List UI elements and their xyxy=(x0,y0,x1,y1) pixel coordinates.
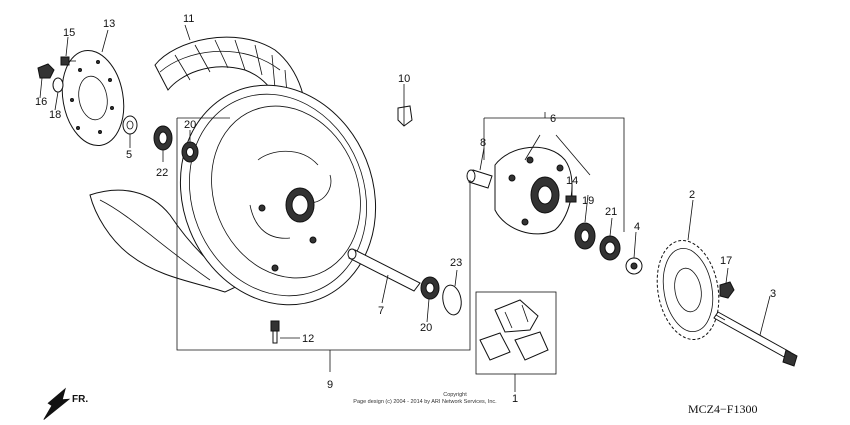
copyright-line-2: Page design (c) 2004 - 2014 by ARI Netwo… xyxy=(353,399,497,405)
o-ring[interactable] xyxy=(441,284,464,317)
callout-21[interactable]: 21 xyxy=(605,206,617,218)
callout-5[interactable]: 5 xyxy=(126,149,132,161)
callout-20-top[interactable]: 20 xyxy=(184,119,196,131)
collar[interactable] xyxy=(347,248,421,292)
callout-16[interactable]: 16 xyxy=(35,96,47,108)
seal-21[interactable] xyxy=(599,235,621,261)
diagram-code: MCZ4−F1300 xyxy=(688,402,757,416)
callout-22[interactable]: 22 xyxy=(156,167,168,179)
callout-7[interactable]: 7 xyxy=(378,305,384,317)
callout-15[interactable]: 15 xyxy=(63,27,75,39)
flange-collar-8[interactable] xyxy=(466,169,493,189)
disk-bolt[interactable] xyxy=(60,56,76,66)
callout-1[interactable]: 1 xyxy=(512,393,518,405)
callout-19[interactable]: 19 xyxy=(582,195,594,207)
callout-18[interactable]: 18 xyxy=(49,109,61,121)
group-bracket-1 xyxy=(475,291,557,392)
callout-3[interactable]: 3 xyxy=(770,288,776,300)
damper-rubbers[interactable] xyxy=(479,299,549,361)
seal-20-bottom[interactable] xyxy=(420,276,440,300)
group-bracket-9 xyxy=(176,117,471,372)
callout-9[interactable]: 9 xyxy=(327,379,333,391)
callout-12[interactable]: 12 xyxy=(302,333,314,345)
disk-nut[interactable] xyxy=(37,63,55,79)
driven-flange[interactable] xyxy=(494,146,573,235)
bearing-19[interactable] xyxy=(574,222,596,250)
callouts: 11 13 15 16 18 5 20 22 10 6 8 14 19 21 4… xyxy=(35,13,776,405)
callout-23[interactable]: 23 xyxy=(450,257,462,269)
callout-4[interactable]: 4 xyxy=(634,221,640,233)
copyright-line-1: Copyright xyxy=(443,392,467,398)
callout-17[interactable]: 17 xyxy=(720,255,732,267)
sprocket-nut-17[interactable] xyxy=(719,281,735,299)
direction-label: FR. xyxy=(72,394,88,405)
callout-14[interactable]: 14 xyxy=(566,175,578,187)
callout-20-bottom[interactable]: 20 xyxy=(420,322,432,334)
bushing-5[interactable] xyxy=(122,115,138,135)
group-bracket-6 xyxy=(483,112,625,232)
callout-8[interactable]: 8 xyxy=(480,137,486,149)
rear-axle[interactable] xyxy=(713,311,798,367)
callout-10[interactable]: 10 xyxy=(398,73,410,85)
callout-6[interactable]: 6 xyxy=(550,113,556,125)
final-driven-sprocket[interactable] xyxy=(650,236,726,345)
callout-13[interactable]: 13 xyxy=(103,18,115,30)
wheel-rim[interactable] xyxy=(148,56,408,335)
seal-20-top[interactable] xyxy=(181,141,199,163)
callout-2[interactable]: 2 xyxy=(689,189,695,201)
bearing-22[interactable] xyxy=(153,125,173,151)
air-valve[interactable] xyxy=(270,320,280,344)
clip[interactable] xyxy=(397,105,413,127)
stud-bolt-14[interactable] xyxy=(565,195,577,203)
callout-11[interactable]: 11 xyxy=(183,13,194,25)
collar-4[interactable] xyxy=(625,257,643,275)
leader-lines xyxy=(39,24,771,339)
front-direction-arrow-icon xyxy=(43,387,71,420)
disk-washer[interactable] xyxy=(52,77,64,93)
brake-disk[interactable] xyxy=(55,46,131,151)
